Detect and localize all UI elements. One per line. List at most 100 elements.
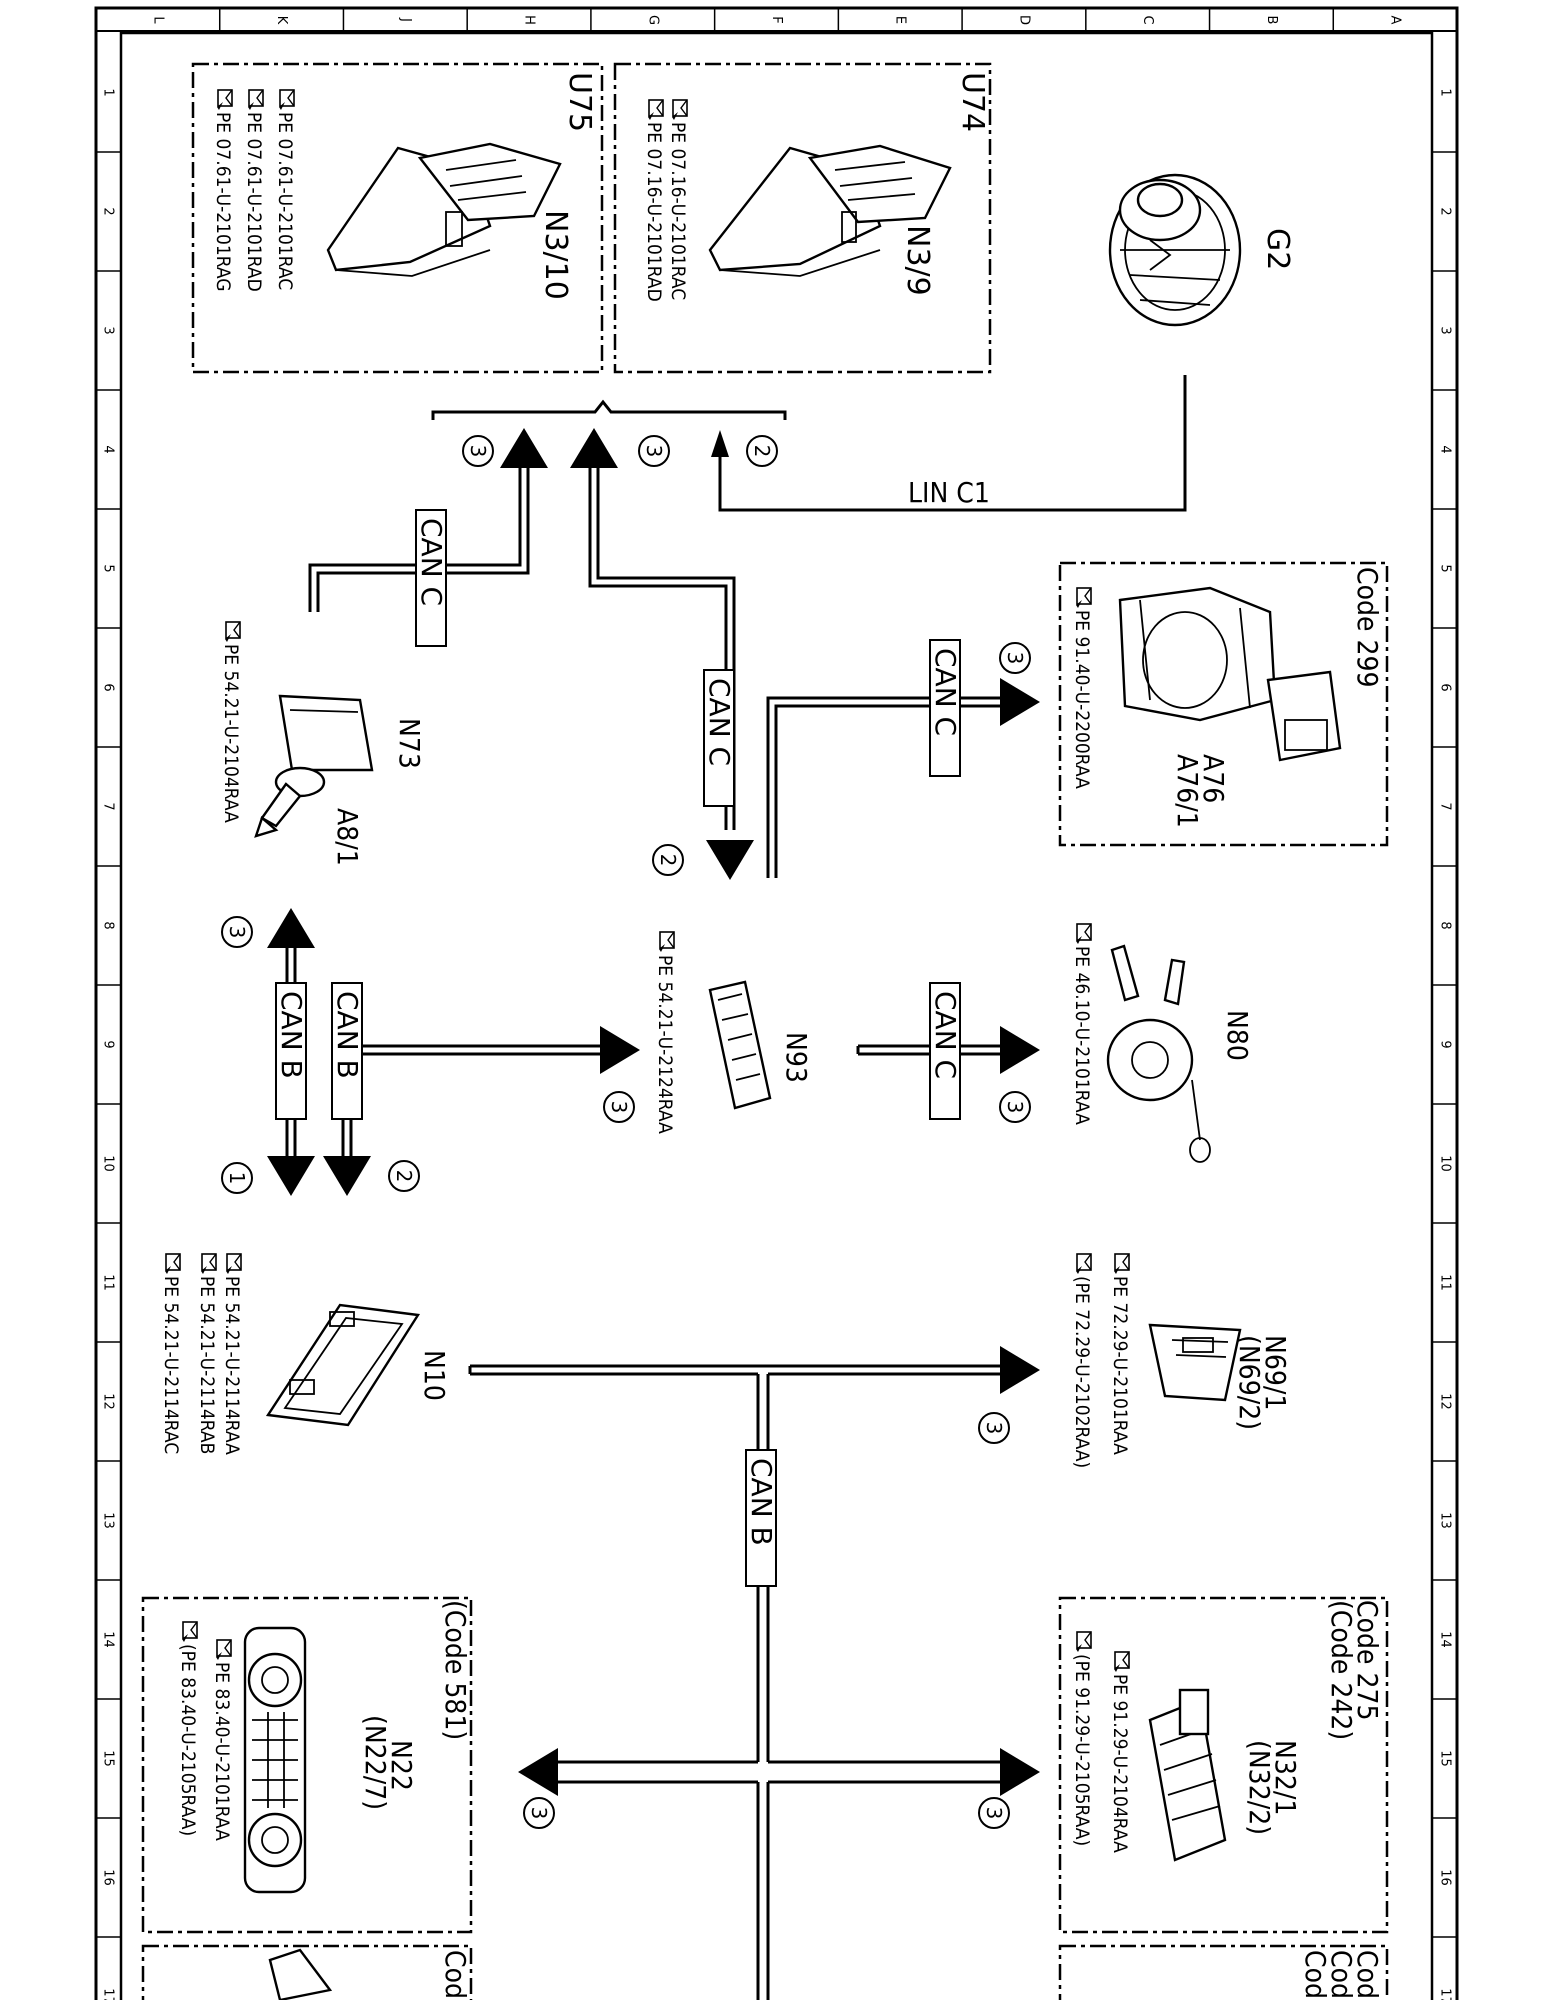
code581-label: (Code 581): [439, 1600, 472, 1740]
row-label: 4: [101, 445, 116, 453]
column-label: C: [1140, 15, 1155, 24]
row-label: 13: [101, 1512, 116, 1529]
row-label: 12: [101, 1393, 116, 1410]
marker-3: 3: [638, 435, 670, 467]
can-b-label-1: CAN B: [275, 991, 308, 1079]
bus-wiring: LIN C1 CAN C CAN C CAN C CAN B: [267, 375, 1187, 2000]
a8-1-label: A8/1: [331, 808, 364, 866]
n22-label: N22: [385, 1740, 418, 1791]
marker-2: 2: [652, 844, 684, 876]
bottom-right-code-1: Cod: [1351, 1950, 1384, 1999]
n80-group: N80 PE 46.10-U-2101RAA: [1071, 923, 1254, 1163]
row-label: 3: [101, 326, 116, 334]
row-label: 16: [1438, 1869, 1453, 1886]
n32-1-label: N32/1: [1269, 1740, 1302, 1815]
marker-3: 3: [978, 1797, 1010, 1829]
bottom-left-group: Cod: [141, 1944, 473, 2000]
u74-ref-2: PE 07.16-U-2101RAD: [643, 122, 665, 302]
u74-group: U74 N3/9 PE 07.16-U-2101RAC PE 07.16-U-2…: [613, 62, 992, 374]
column-label: D: [1016, 15, 1031, 25]
row-label: 9: [1438, 1040, 1453, 1048]
column-label: J: [398, 17, 413, 22]
column-label: G: [645, 15, 660, 25]
row-label: 5: [1438, 564, 1453, 572]
row-label: 11: [1438, 1274, 1453, 1291]
a76-device: [1118, 586, 1342, 762]
row-label: 7: [101, 802, 116, 810]
bottom-right-code-2: Cod: [1325, 1950, 1358, 1999]
n3-10-ecu-device: [326, 142, 562, 277]
a76-1-label: A76/1: [1171, 754, 1204, 828]
ignition-switch-device: [254, 694, 374, 838]
n3-10-refs: PE 07.61-U-2101RAC PE 07.61-U-2101RAD PE…: [212, 89, 296, 292]
n73-group: N73 A8/1 PE 54.21-U-2104RAA: [220, 621, 426, 866]
row-label: 3: [1438, 326, 1453, 334]
sam-module-device: [265, 1303, 421, 1427]
n32-ref-1: PE 91.29-U-2104RAA: [1109, 1674, 1131, 1853]
row-label: 2: [1438, 207, 1453, 215]
g2-group: G2: [1108, 173, 1295, 327]
bottom-right-group: Cod Cod Cod: [1058, 1944, 1389, 2000]
n93-ref: PE 54.21-U-2124RAA: [654, 955, 676, 1134]
marker-3: 3: [221, 916, 253, 948]
row-label: 9: [101, 1040, 116, 1048]
n69-1-label: N69/1: [1259, 1335, 1292, 1410]
n22-ref-2: (PE 83.40-U-2105RAA): [177, 1644, 199, 1836]
code299-group: Code 299 A76 A76/1 PE 91.40-U-2200RAA: [1058, 561, 1389, 847]
marker-3: 3: [462, 435, 494, 467]
markers: 3 3 2 3 2 3 3 3 1 2 3 3 3: [221, 435, 1031, 1829]
row-label: 6: [101, 683, 116, 691]
can-c-label-2: CAN C: [703, 678, 736, 766]
marker-3: 3: [603, 1091, 635, 1123]
n22-group: (Code 581) N22 (N22/7) PE 83.40-U-2101RA…: [141, 1596, 473, 1934]
svg-text:3: 3: [225, 926, 249, 939]
code242-label: (Code 242): [1325, 1600, 1358, 1740]
row-label: 8: [101, 921, 116, 929]
svg-text:3: 3: [1003, 652, 1027, 665]
marker-1: 1: [221, 1162, 253, 1194]
n32-ref-2: (PE 91.29-U-2105RAA): [1071, 1654, 1093, 1846]
can-c-label-4: CAN C: [929, 991, 962, 1079]
lin-c1-label: LIN C1: [908, 476, 990, 509]
can-c-label-3: CAN C: [929, 648, 962, 736]
n73-ref: PE 54.21-U-2104RAA: [220, 644, 242, 823]
n10-ref-2: PE 54.21-U-2114RAB: [196, 1276, 218, 1454]
svg-text:3: 3: [642, 445, 666, 458]
n69-ref-2: (PE 72.29-U-2102RAA): [1071, 1276, 1093, 1468]
n69-group: N69/1 (N69/2) PE 72.29-U-2101RAA (PE 72.…: [1071, 1253, 1292, 1468]
row-label: 7: [1438, 802, 1453, 810]
bottom-left-code-label: Cod: [439, 1950, 472, 1999]
marker-2: 2: [746, 435, 778, 467]
n22-ref-1: PE 83.40-U-2101RAA: [211, 1662, 233, 1841]
g2-label: G2: [1260, 228, 1295, 270]
n69-module-device: [1148, 1323, 1242, 1402]
n93-module-device: [708, 980, 772, 1110]
column-label: A: [1388, 16, 1403, 25]
u75-ref-3: PE 07.61-U-2101RAG: [212, 112, 234, 292]
svg-text:3: 3: [982, 1422, 1006, 1435]
u75-group: U75 N3/10 PE 07.61-U-2101RAC PE 07.61-U-…: [191, 62, 604, 374]
n10-ref-1: PE 54.21-U-2114RAA: [221, 1276, 243, 1455]
svg-text:3: 3: [527, 1807, 551, 1820]
svg-text:3: 3: [607, 1101, 631, 1114]
row-label: 16: [101, 1869, 116, 1886]
column-label: F: [769, 16, 784, 23]
u74-label: U74: [955, 72, 990, 132]
row-label: 10: [1438, 1155, 1453, 1172]
column-label: L: [150, 16, 165, 24]
n73-label: N73: [393, 718, 426, 769]
n22-7-label: (N22/7): [359, 1715, 392, 1810]
row-label: 12: [1438, 1393, 1453, 1410]
n80-label: N80: [1221, 1010, 1254, 1061]
row-label: 15: [1438, 1750, 1453, 1767]
marker-2: 2: [388, 1160, 420, 1192]
marker-3: 3: [999, 642, 1031, 674]
can-c-label-1: CAN C: [415, 518, 448, 606]
svg-text:2: 2: [656, 854, 680, 867]
code299-ref: PE 91.40-U-2200RAA: [1071, 610, 1093, 789]
row-label: 6: [1438, 683, 1453, 691]
column-label: E: [893, 16, 908, 24]
n93-label: N93: [780, 1032, 813, 1083]
